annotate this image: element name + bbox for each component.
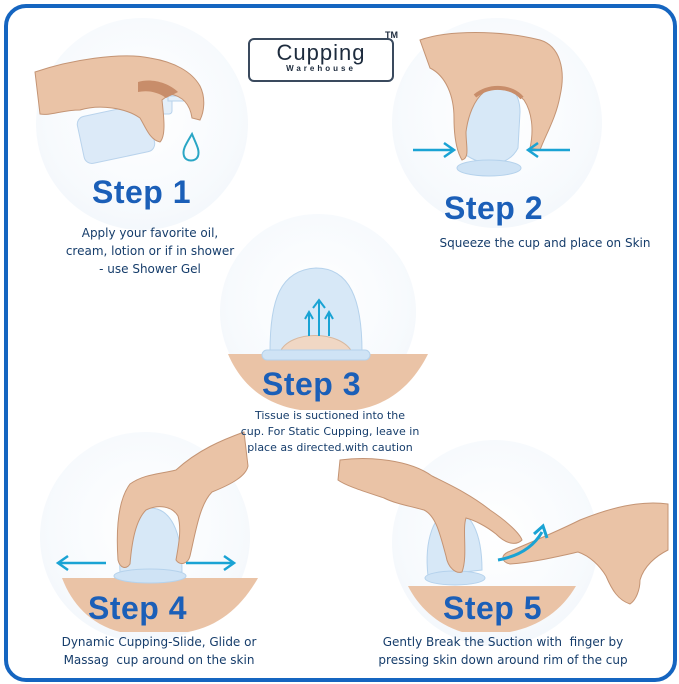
step-1-description: Apply your favorite oil, cream, lotion o… — [40, 224, 260, 278]
step-2-description: Squeeze the cup and place on Skin — [420, 234, 670, 252]
brand-name: Cupping — [276, 40, 366, 65]
step-4-description: Dynamic Cupping-Slide, Glide or Massag c… — [36, 633, 282, 669]
step-3-line-1: Tissue is suctioned into the — [254, 409, 406, 422]
step-1-line-2: cream, lotion or if in shower — [65, 244, 235, 258]
step-4-line-1: Dynamic Cupping-Slide, Glide or — [61, 635, 257, 649]
brand-subtitle: Warehouse — [286, 64, 356, 73]
step-3-line-3: place as directed.with caution — [247, 441, 413, 454]
brand-logo: Cupping Warehouse TM — [248, 30, 398, 82]
step-1-line-3: - use Shower Gel — [99, 262, 201, 276]
step-4-title: Step 4 — [88, 590, 188, 626]
step-3-line-2: cup. For Static Cupping, leave in — [240, 425, 420, 438]
step-3-description: Tissue is suctioned into the cup. For St… — [225, 408, 435, 456]
step-3-title: Step 3 — [262, 366, 362, 402]
step-5-description: Gently Break the Suction with finger by … — [358, 633, 648, 669]
step-2-line-1: Squeeze the cup and place on Skin — [439, 236, 651, 250]
step-5-line-1: Gently Break the Suction with finger by — [382, 635, 624, 649]
step-5-line-2: pressing skin down around rim of the cup — [378, 653, 628, 667]
step-5-title: Step 5 — [443, 590, 543, 626]
trademark-mark: TM — [385, 30, 398, 40]
step-1-line-1: Apply your favorite oil, — [81, 226, 219, 240]
step-4-line-2: Massag cup around on the skin — [63, 653, 255, 667]
step-1-title: Step 1 — [92, 174, 192, 210]
step-2-title: Step 2 — [444, 190, 544, 226]
